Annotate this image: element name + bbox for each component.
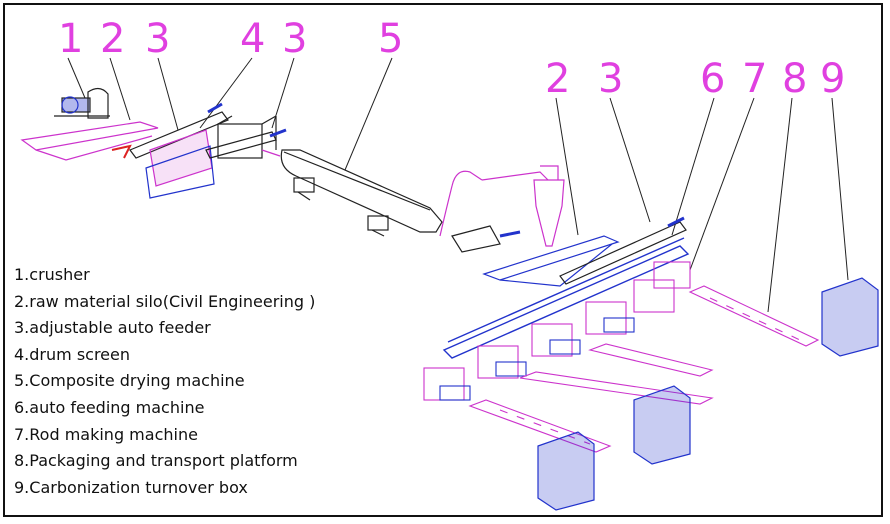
callout-7: 7 xyxy=(742,56,767,102)
callout-3: 3 xyxy=(145,16,170,62)
distribution-conveyor xyxy=(442,237,690,359)
cyclone-collector xyxy=(439,165,565,253)
callout-4: 4 xyxy=(240,16,265,62)
composite-drying-machine xyxy=(280,149,443,237)
legend-item-packaging-platform: 8.Packaging and transport platform xyxy=(14,451,298,471)
rod-making-machines xyxy=(423,261,691,401)
leader-lines xyxy=(67,57,849,313)
crusher-machine xyxy=(54,87,110,119)
callout-3c: 3 xyxy=(598,56,623,102)
equipment-legend: 1.crusher 2.raw material silo(Civil Engi… xyxy=(14,262,315,501)
legend-item-raw-material-silo: 2.raw material silo(Civil Engineering ) xyxy=(14,291,316,311)
callout-3b: 3 xyxy=(282,16,307,62)
callout-2: 2 xyxy=(100,16,125,62)
raw-material-silo-2 xyxy=(482,235,620,287)
feeder-drum-screen xyxy=(129,102,229,199)
hopper-conveyor xyxy=(205,115,287,159)
packaging-platforms xyxy=(468,285,820,453)
legend-item-drum-screen: 4.drum screen xyxy=(14,344,130,364)
legend-item-crusher: 1.crusher xyxy=(14,265,90,284)
legend-item-carbonization-box: 9.Carbonization turnover box xyxy=(14,477,248,497)
raw-material-silo-1 xyxy=(20,121,159,161)
turnover-box-1 xyxy=(537,431,595,511)
legend-item-composite-drying-machine: 5.Composite drying machine xyxy=(14,371,245,391)
legend-item-adjustable-auto-feeder: 3.adjustable auto feeder xyxy=(14,318,211,338)
callout-8: 8 xyxy=(782,56,807,102)
callout-6: 6 xyxy=(700,56,725,102)
diagram-border xyxy=(3,3,883,517)
legend-item-rod-making-machine: 7.Rod making machine xyxy=(14,424,198,444)
turnover-box-2 xyxy=(633,385,691,465)
callout-9: 9 xyxy=(820,56,845,102)
legend-item-auto-feeding-machine: 6.auto feeding machine xyxy=(14,397,205,417)
callout-5: 5 xyxy=(378,16,403,62)
callout-1: 1 xyxy=(58,16,83,62)
callout-2b: 2 xyxy=(545,56,570,102)
transfer-red xyxy=(111,144,132,159)
turnover-box-3 xyxy=(821,277,879,357)
auto-feeder-2 xyxy=(559,216,687,285)
